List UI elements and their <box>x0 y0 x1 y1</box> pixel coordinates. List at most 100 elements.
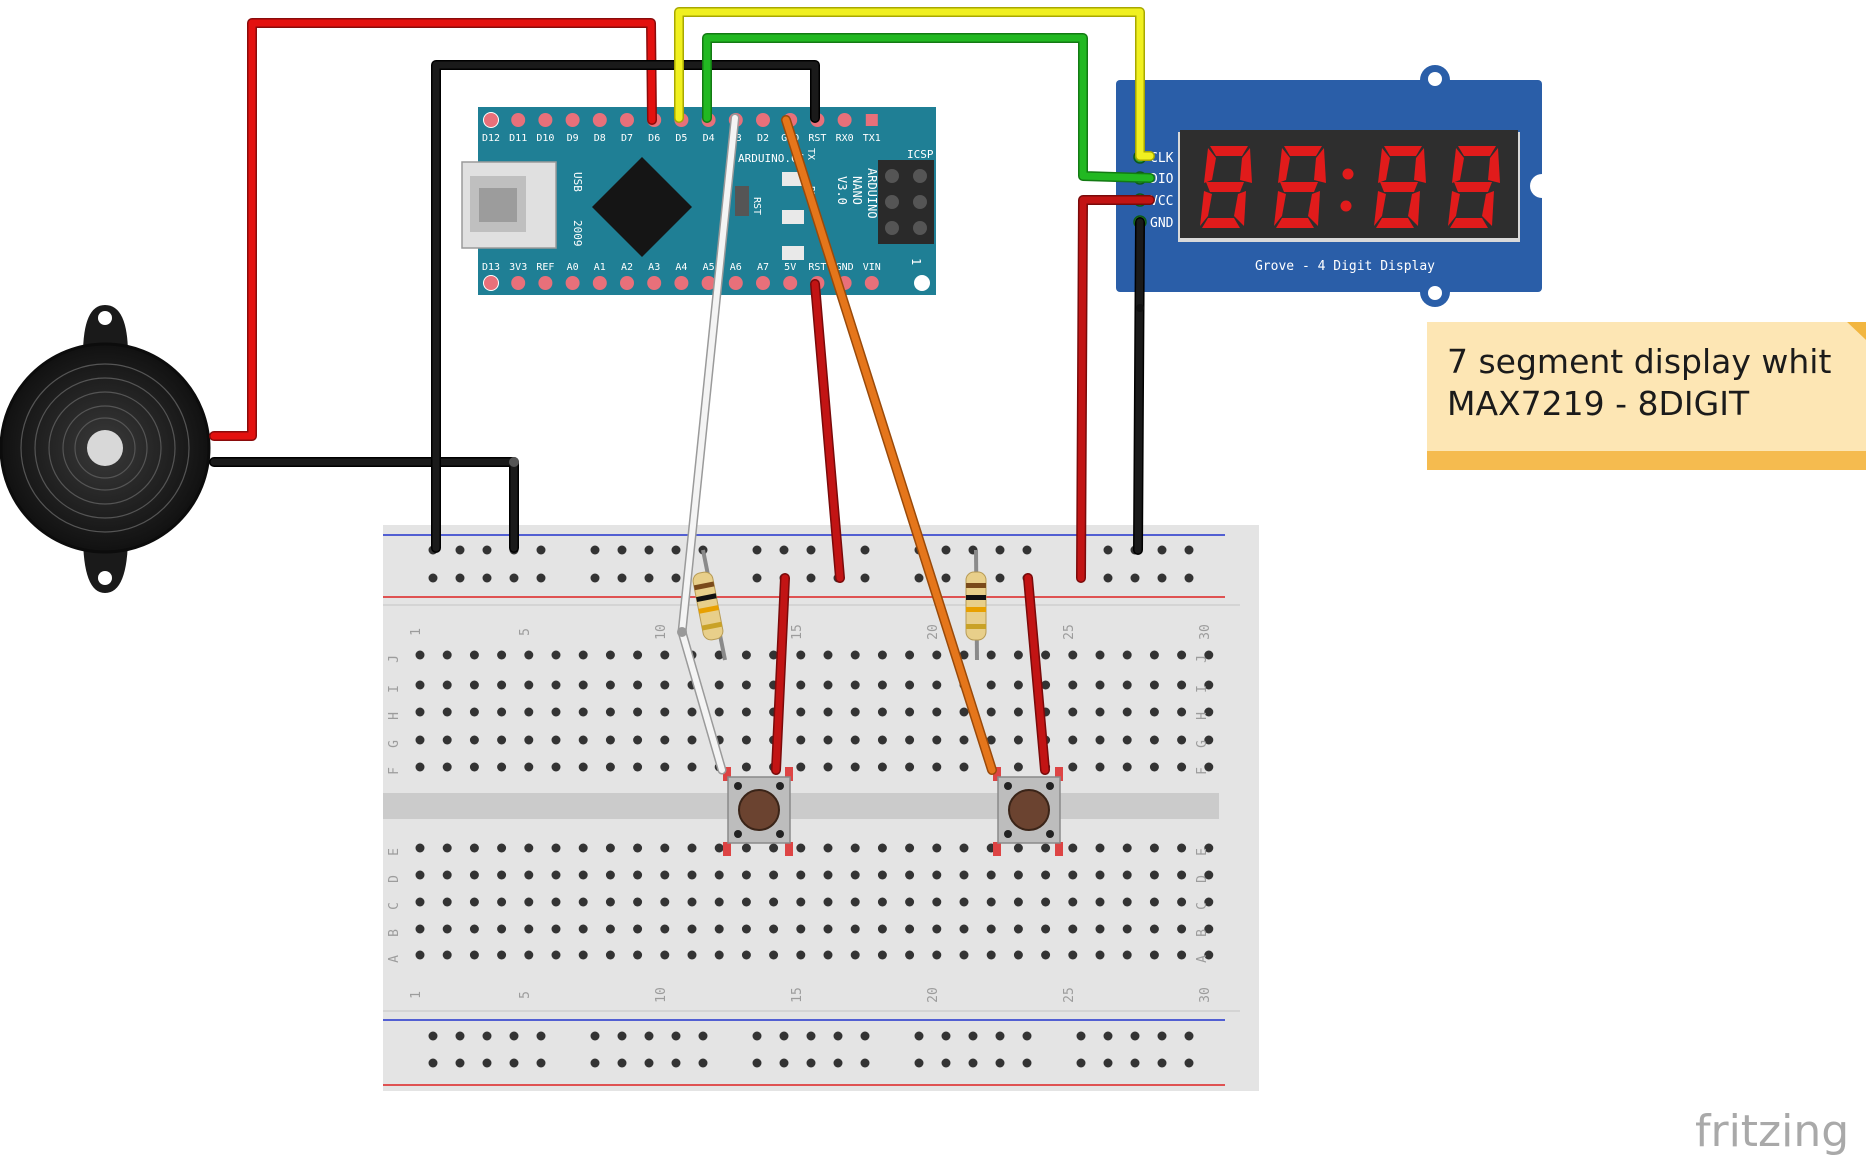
breadboard-hole[interactable] <box>932 650 942 660</box>
breadboard-hole[interactable] <box>877 950 887 960</box>
breadboard-hole[interactable] <box>1122 650 1132 660</box>
breadboard-hole[interactable] <box>497 870 507 880</box>
breadboard-hole[interactable] <box>823 924 833 934</box>
arduino-pin[interactable] <box>756 113 770 127</box>
breadboard-hole[interactable] <box>741 843 751 853</box>
breadboard-hole[interactable] <box>1095 680 1105 690</box>
rail-hole[interactable] <box>509 1058 519 1068</box>
breadboard-hole[interactable] <box>442 650 452 660</box>
breadboard-hole[interactable] <box>660 707 670 717</box>
breadboard-hole[interactable] <box>633 950 643 960</box>
breadboard-hole[interactable] <box>959 650 969 660</box>
breadboard-hole[interactable] <box>1068 762 1078 772</box>
breadboard-hole[interactable] <box>1149 897 1159 907</box>
rail-hole[interactable] <box>941 1058 951 1068</box>
rail-hole[interactable] <box>1157 573 1167 583</box>
breadboard-hole[interactable] <box>932 707 942 717</box>
arduino-pin[interactable] <box>592 276 607 290</box>
rail-hole[interactable] <box>1022 1031 1032 1041</box>
breadboard-hole[interactable] <box>877 897 887 907</box>
breadboard-hole[interactable] <box>823 950 833 960</box>
arduino-pin[interactable] <box>728 276 743 290</box>
rail-hole[interactable] <box>590 1031 600 1041</box>
breadboard-hole[interactable] <box>850 650 860 660</box>
rail-hole[interactable] <box>644 1031 654 1041</box>
breadboard-hole[interactable] <box>796 650 806 660</box>
push-button-2[interactable] <box>993 767 1063 856</box>
breadboard-hole[interactable] <box>1204 870 1214 880</box>
breadboard-hole[interactable] <box>524 650 534 660</box>
breadboard-hole[interactable] <box>850 950 860 960</box>
breadboard-hole[interactable] <box>741 735 751 745</box>
breadboard-hole[interactable] <box>769 843 779 853</box>
rail-hole[interactable] <box>1076 1058 1086 1068</box>
breadboard-hole[interactable] <box>660 762 670 772</box>
breadboard-hole[interactable] <box>905 650 915 660</box>
breadboard-hole[interactable] <box>796 924 806 934</box>
breadboard-hole[interactable] <box>605 650 615 660</box>
breadboard-hole[interactable] <box>1177 897 1187 907</box>
arduino-pin[interactable] <box>511 113 526 127</box>
arduino-pin[interactable] <box>620 113 634 127</box>
breadboard-hole[interactable] <box>442 843 452 853</box>
breadboard-hole[interactable] <box>986 680 996 690</box>
breadboard-hole[interactable] <box>469 680 479 690</box>
rail-hole[interactable] <box>1103 1058 1113 1068</box>
breadboard-hole[interactable] <box>714 924 724 934</box>
breadboard-hole[interactable] <box>551 843 561 853</box>
breadboard-hole[interactable] <box>605 870 615 880</box>
breadboard-hole[interactable] <box>1122 870 1132 880</box>
breadboard-hole[interactable] <box>1122 680 1132 690</box>
breadboard-hole[interactable] <box>442 897 452 907</box>
rail-hole[interactable] <box>995 545 1005 555</box>
rail-hole[interactable] <box>914 1031 924 1041</box>
breadboard-hole[interactable] <box>959 950 969 960</box>
breadboard-hole[interactable] <box>469 924 479 934</box>
breadboard-hole[interactable] <box>741 762 751 772</box>
rail-hole[interactable] <box>968 1031 978 1041</box>
rail-hole[interactable] <box>914 573 924 583</box>
breadboard-hole[interactable] <box>687 897 697 907</box>
breadboard-hole[interactable] <box>633 707 643 717</box>
breadboard-hole[interactable] <box>1204 950 1214 960</box>
breadboard-hole[interactable] <box>633 924 643 934</box>
breadboard-hole[interactable] <box>1095 870 1105 880</box>
arduino-pin[interactable] <box>565 276 580 290</box>
breadboard-hole[interactable] <box>850 843 860 853</box>
rail-hole[interactable] <box>617 1031 627 1041</box>
breadboard-hole[interactable] <box>1177 870 1187 880</box>
arduino-pin[interactable] <box>647 276 662 290</box>
breadboard-hole[interactable] <box>932 924 942 934</box>
breadboard-hole[interactable] <box>605 950 615 960</box>
breadboard-hole[interactable] <box>714 897 724 907</box>
breadboard-hole[interactable] <box>1095 650 1105 660</box>
rail-hole[interactable] <box>698 1031 708 1041</box>
rail-hole[interactable] <box>833 1031 843 1041</box>
breadboard-hole[interactable] <box>932 870 942 880</box>
arduino-pin[interactable] <box>484 276 498 290</box>
breadboard-hole[interactable] <box>1013 680 1023 690</box>
breadboard-hole[interactable] <box>578 924 588 934</box>
breadboard-hole[interactable] <box>959 870 969 880</box>
rail-hole[interactable] <box>590 1058 600 1068</box>
rail-hole[interactable] <box>482 1031 492 1041</box>
arduino-pin[interactable] <box>864 276 879 290</box>
rail-hole[interactable] <box>482 545 492 555</box>
breadboard-hole[interactable] <box>1068 707 1078 717</box>
breadboard-hole[interactable] <box>1177 950 1187 960</box>
rail-hole[interactable] <box>455 1058 465 1068</box>
rail-hole[interactable] <box>590 573 600 583</box>
breadboard-hole[interactable] <box>1149 762 1159 772</box>
breadboard-hole[interactable] <box>769 650 779 660</box>
breadboard-hole[interactable] <box>796 735 806 745</box>
breadboard-hole[interactable] <box>497 897 507 907</box>
breadboard-hole[interactable] <box>524 680 534 690</box>
breadboard-hole[interactable] <box>687 950 697 960</box>
breadboard-hole[interactable] <box>497 680 507 690</box>
breadboard-hole[interactable] <box>741 924 751 934</box>
breadboard-hole[interactable] <box>1177 680 1187 690</box>
breadboard-hole[interactable] <box>823 735 833 745</box>
breadboard-hole[interactable] <box>524 870 534 880</box>
rail-hole[interactable] <box>806 1031 816 1041</box>
rail-hole[interactable] <box>509 573 519 583</box>
